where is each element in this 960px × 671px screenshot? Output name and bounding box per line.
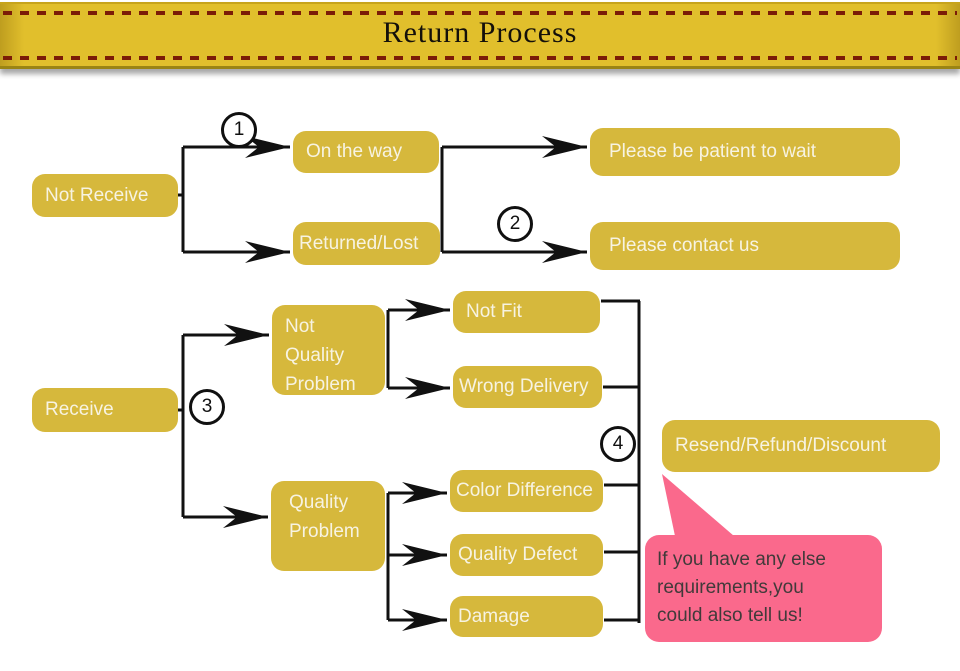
node-not-receive: Not Receive: [32, 174, 178, 217]
node-receive: Receive: [32, 388, 178, 432]
node-please-contact: Please contact us: [590, 222, 900, 270]
ribbon-dashed-line-bottom: [3, 56, 957, 60]
node-damage: Damage: [450, 596, 603, 637]
header-ribbon: Return Process: [0, 2, 960, 69]
page-title: Return Process: [382, 16, 578, 49]
node-resend-refund-discount: Resend/Refund/Discount: [662, 420, 940, 472]
bubble-tail: [662, 474, 734, 536]
node-quality-defect: Quality Defect: [450, 534, 603, 576]
note-bubble-line1: If you have any else: [657, 549, 826, 570]
note-bubble-line2: requirements,you: [657, 577, 804, 598]
node-on-the-way: On the way: [293, 131, 439, 173]
ribbon-dashed-line-top: [3, 11, 957, 15]
node-returned-lost: Returned/Lost: [293, 222, 440, 265]
node-please-wait: Please be patient to wait: [590, 128, 900, 176]
step-circle-2: 2: [497, 206, 533, 242]
step-circle-4: 4: [600, 426, 636, 462]
node-not-quality-problem: Not Quality Problem: [272, 305, 385, 395]
note-bubble: If you have any else requirements,you co…: [645, 535, 882, 642]
node-not-fit: Not Fit: [453, 291, 600, 333]
note-bubble-line3: could also tell us!: [657, 605, 803, 626]
node-quality-problem: Quality Problem: [271, 481, 385, 571]
node-color-difference: Color Difference: [450, 470, 603, 512]
step-circle-3: 3: [189, 389, 225, 425]
node-wrong-delivery: Wrong Delivery: [453, 366, 602, 408]
step-circle-1: 1: [221, 112, 257, 148]
